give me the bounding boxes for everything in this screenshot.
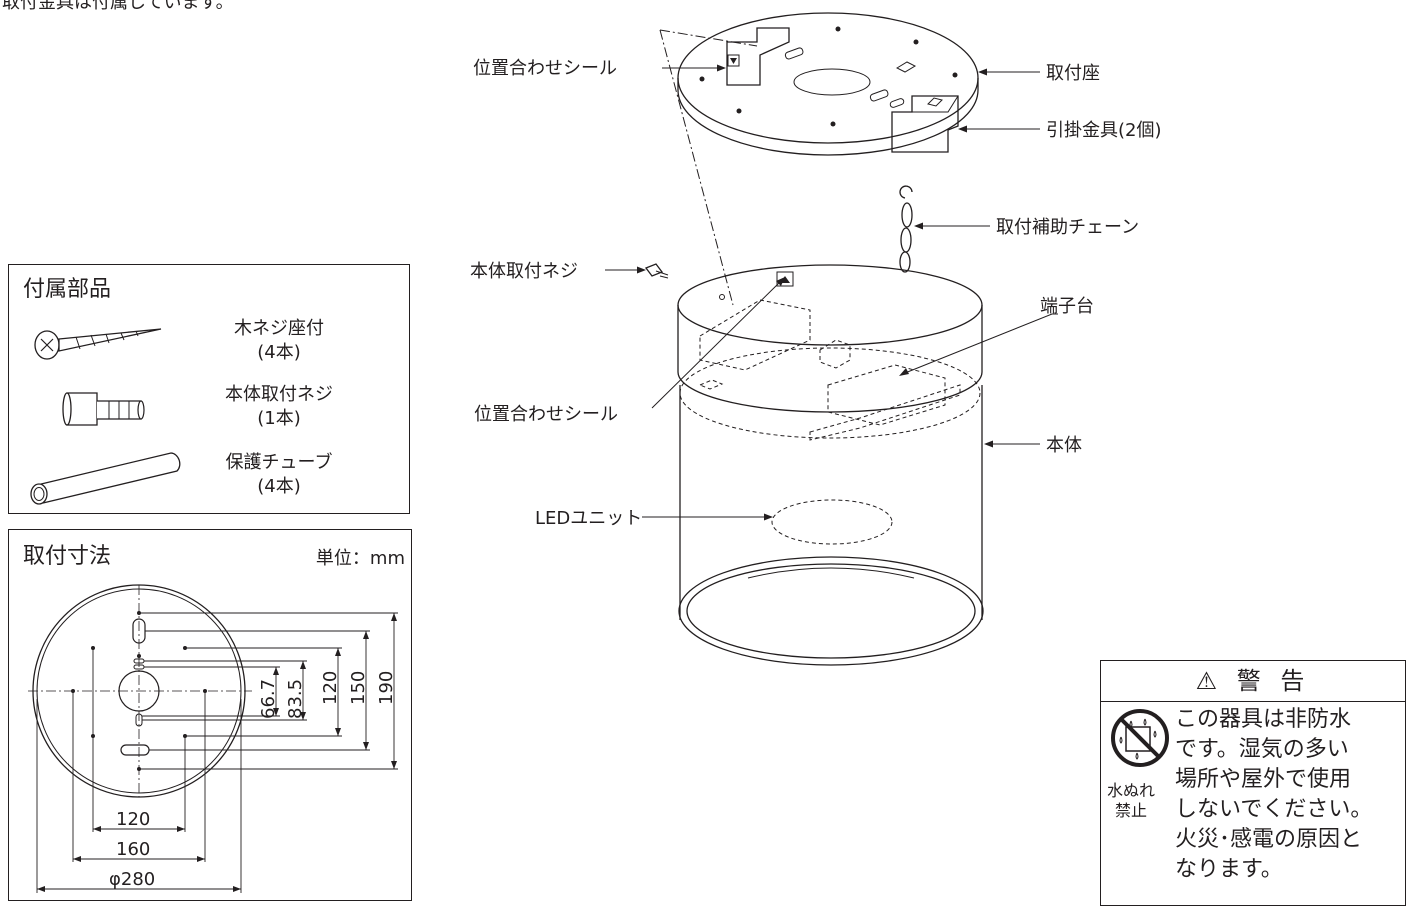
item-qty-body-screw: (1本) [257, 408, 301, 429]
item-name-body-screw: 本体取付ネジ [225, 384, 333, 405]
wood-screw-icon [34, 328, 162, 360]
label-hook: 引掛金具(2個) [1046, 120, 1162, 141]
dimensions-box: 取付寸法 単位：mm [8, 529, 412, 901]
body-screw-icon [62, 392, 145, 426]
dim-66-7: 66.7 [258, 678, 279, 718]
label-led: LEDユニット [535, 508, 642, 529]
accessories-box: 付属部品 木ネジ座付 (4本) 本体取付ネジ (1本) 保護チューブ (4本) [8, 264, 410, 514]
label-screw: 本体取付ネジ [470, 261, 578, 282]
warning-line: しないでください。 [1175, 797, 1373, 822]
label-seal-top: 位置合わせシール [473, 58, 617, 79]
icon-caption-2: 禁止 [1115, 801, 1148, 820]
warning-line: 火災･感電の原因と [1175, 827, 1363, 852]
warning-line: この器具は非防水 [1175, 707, 1352, 732]
warning-title: ⚠ 警 告 [1101, 661, 1405, 702]
mounting-base [677, 12, 979, 156]
header-text: 取付金具は付属しています。 [2, 0, 234, 13]
dim-83-5: 83.5 [285, 678, 306, 718]
dimensions-title: 取付寸法 [23, 544, 112, 569]
safety-chain [899, 185, 913, 273]
dim-120-v: 120 [320, 670, 341, 704]
icon-caption-1: 水ぬれ [1107, 781, 1156, 800]
item-qty-wood-screw: (4本) [257, 342, 301, 363]
item-qty-tube: (4本) [257, 476, 301, 497]
body-screw [644, 263, 669, 279]
tube-icon [30, 452, 181, 505]
dim-280-h: φ280 [109, 869, 155, 890]
item-name-wood-screw: 木ネジ座付 [234, 318, 324, 339]
warning-line: 場所や屋外で使用 [1175, 767, 1352, 792]
light-body [677, 264, 984, 666]
dim-160-h: 160 [116, 839, 150, 860]
warning-box: ⚠ 警 告 水ぬれ 禁止 この器具は非防水 です。湿気の多い 場所や屋外で使用 … [1100, 660, 1406, 906]
label-terminal: 端子台 [1040, 296, 1094, 317]
label-body: 本体 [1046, 435, 1082, 456]
label-seal-body: 位置合わせシール [474, 404, 618, 425]
dim-120-h: 120 [116, 809, 150, 830]
dim-150-v: 150 [348, 670, 369, 704]
warning-text: この器具は非防水 です。湿気の多い 場所や屋外で使用 しないでください。 火災･… [1175, 705, 1372, 885]
item-name-tube: 保護チューブ [225, 452, 333, 473]
dimension-drawing: 66.7 83.5 120 150 190 120 160 φ280 [27, 583, 398, 893]
leader-lines [605, 64, 1058, 521]
warning-line: です。湿気の多い [1175, 737, 1349, 762]
no-water-icon [1111, 709, 1169, 767]
unit-label: 単位：mm [315, 548, 405, 569]
label-chain: 取付補助チェーン [996, 217, 1139, 238]
accessories-title: 付属部品 [23, 277, 112, 302]
label-base: 取付座 [1046, 63, 1100, 84]
dim-190-v: 190 [376, 670, 397, 704]
warning-line: なります。 [1175, 857, 1283, 882]
